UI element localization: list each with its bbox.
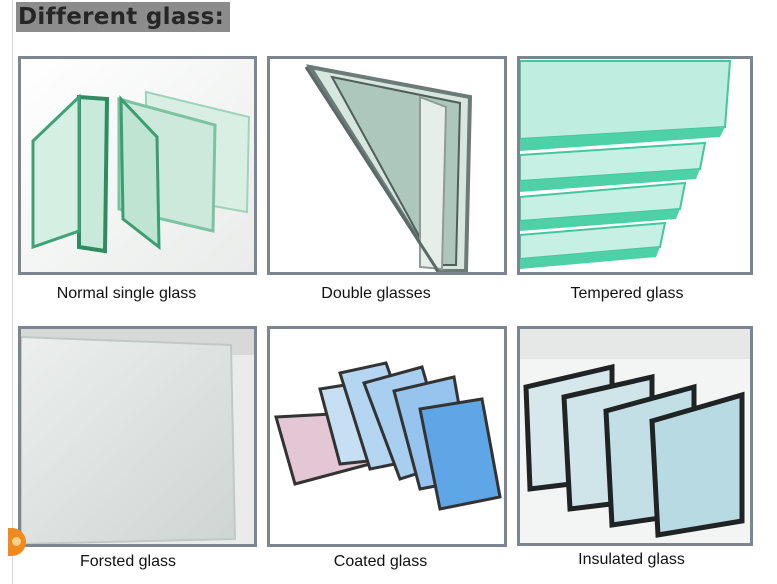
photo-coated-glass (267, 326, 507, 547)
normal-single-glass-illustration (21, 59, 254, 272)
tempered-glass-illustration (520, 59, 750, 272)
photo-tempered-glass (517, 56, 753, 275)
caption-frosted-glass: Forsted glass (79, 553, 177, 570)
double-glasses-illustration (270, 59, 504, 272)
section-heading: Different glass: (16, 2, 231, 32)
insulated-glass-illustration (520, 329, 750, 543)
photo-normal-single-glass (18, 56, 257, 275)
caption-tempered-glass: Tempered glass (570, 285, 684, 302)
caption-insulated-glass: Insulated glass (578, 551, 685, 568)
frosted-glass-illustration (21, 329, 254, 544)
coated-glass-illustration (270, 329, 504, 544)
caption-double-glasses: Double glasses (321, 285, 431, 302)
photo-double-glasses (267, 56, 507, 275)
caption-coated-glass: Coated glass (333, 553, 428, 570)
photo-insulated-glass (517, 326, 753, 546)
photo-frosted-glass (18, 326, 257, 547)
floating-badge-icon[interactable] (8, 528, 26, 556)
page-left-rule (12, 0, 13, 584)
caption-normal-single-glass: Normal single glass (56, 285, 197, 302)
